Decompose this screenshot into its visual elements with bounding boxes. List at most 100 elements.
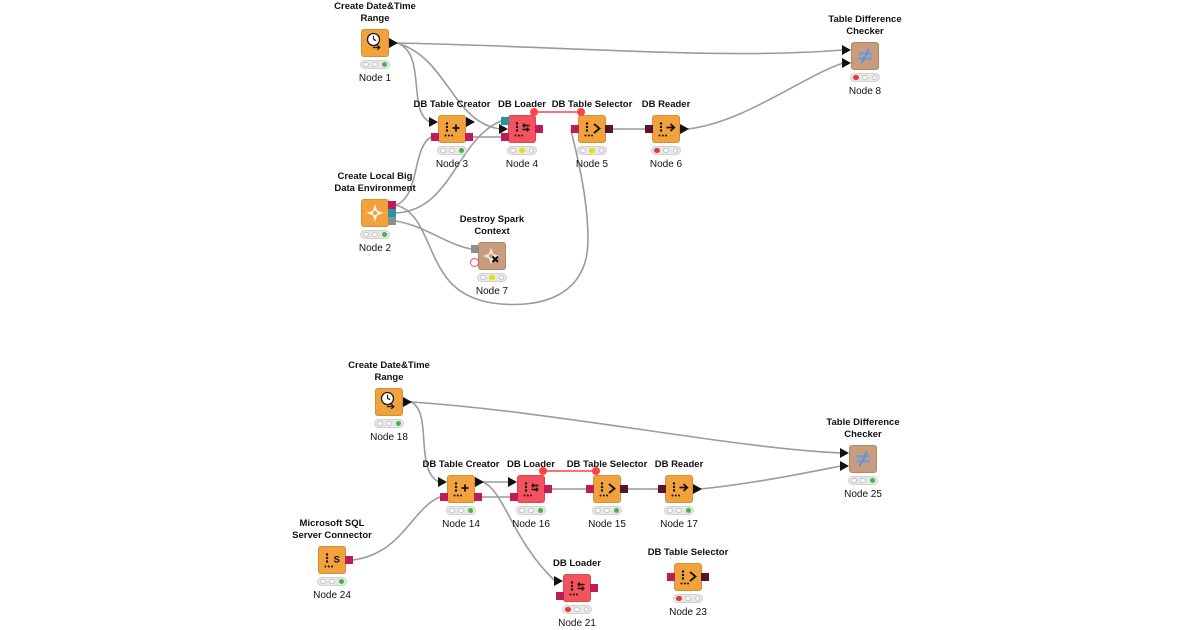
port-data-in-1[interactable] xyxy=(842,45,851,55)
node-label[interactable]: Node 25 xyxy=(844,489,882,500)
port-data-in[interactable] xyxy=(554,576,563,586)
node-title[interactable]: DB Loader xyxy=(447,99,597,111)
port-data-out[interactable] xyxy=(680,124,689,134)
port-db-in[interactable] xyxy=(501,133,509,141)
node-title[interactable]: DB Reader xyxy=(591,99,741,111)
node-5[interactable] xyxy=(578,115,606,143)
connection-wire[interactable] xyxy=(395,120,502,214)
node-3[interactable] xyxy=(438,115,466,143)
connection-wire[interactable] xyxy=(352,496,441,561)
port-db-in[interactable] xyxy=(431,133,439,141)
node-title[interactable]: DB Table Creator xyxy=(386,459,536,471)
node-label[interactable]: Node 8 xyxy=(848,86,882,97)
port-data-in-1[interactable] xyxy=(840,448,849,458)
node-24[interactable]: S xyxy=(318,546,346,574)
port-flowvar-in[interactable] xyxy=(470,257,479,267)
node-title[interactable]: DB Table Selector xyxy=(517,99,667,111)
port-fs-in[interactable] xyxy=(501,117,509,125)
node-8[interactable] xyxy=(851,42,879,70)
node-label[interactable]: Node 6 xyxy=(649,159,683,170)
connection-wire[interactable] xyxy=(687,62,844,130)
port-db-out[interactable] xyxy=(345,556,353,564)
flow-variable-port-dot[interactable] xyxy=(577,108,585,116)
port-db-out[interactable] xyxy=(388,201,396,209)
node-7[interactable] xyxy=(478,242,506,270)
node-label[interactable]: Node 24 xyxy=(313,590,351,601)
node-label[interactable]: Node 16 xyxy=(512,519,550,530)
node-title[interactable]: DB Loader xyxy=(456,459,606,471)
flow-variable-port-dot[interactable] xyxy=(539,467,547,475)
port-data-in-2[interactable] xyxy=(840,461,849,471)
node-label[interactable]: Node 2 xyxy=(358,243,392,254)
port-db-data-out[interactable] xyxy=(701,573,709,581)
node-label[interactable]: Node 7 xyxy=(475,286,509,297)
node-label[interactable]: Node 1 xyxy=(358,73,392,84)
connection-wire[interactable] xyxy=(410,401,842,454)
port-db-out[interactable] xyxy=(544,485,552,493)
node-16[interactable] xyxy=(517,475,545,503)
port-db-out[interactable] xyxy=(465,133,473,141)
node-title[interactable]: DB Reader xyxy=(604,459,754,471)
port-data-out[interactable] xyxy=(475,477,484,487)
connection-wire[interactable] xyxy=(482,481,556,582)
flow-variable-port-dot[interactable] xyxy=(530,108,538,116)
node-label[interactable]: Node 15 xyxy=(588,519,626,530)
port-data-out[interactable] xyxy=(466,117,475,127)
node-label[interactable]: Node 17 xyxy=(660,519,698,530)
node-17[interactable] xyxy=(665,475,693,503)
port-spark-in[interactable] xyxy=(471,245,479,253)
connection-wire[interactable] xyxy=(396,42,431,123)
port-data-out[interactable] xyxy=(403,397,412,407)
port-db-in[interactable] xyxy=(586,485,594,493)
connection-wire[interactable] xyxy=(700,465,842,490)
node-label[interactable]: Node 14 xyxy=(442,519,480,530)
port-data-in[interactable] xyxy=(508,477,517,487)
port-db-data-in[interactable] xyxy=(658,485,666,493)
node-label[interactable]: Node 3 xyxy=(435,159,469,170)
connection-wire[interactable] xyxy=(396,42,501,130)
port-db-data-out[interactable] xyxy=(620,485,628,493)
port-db-in[interactable] xyxy=(510,493,518,501)
port-db-in[interactable] xyxy=(571,125,579,133)
port-db-in[interactable] xyxy=(667,573,675,581)
node-21[interactable] xyxy=(563,574,591,602)
node-1[interactable] xyxy=(361,29,389,57)
node-23[interactable] xyxy=(674,563,702,591)
node-18[interactable] xyxy=(375,388,403,416)
connection-wire[interactable] xyxy=(395,129,589,306)
connection-wire[interactable] xyxy=(395,136,432,206)
port-db-out[interactable] xyxy=(590,584,598,592)
node-label[interactable]: Node 4 xyxy=(505,159,539,170)
port-data-in[interactable] xyxy=(438,477,447,487)
node-2[interactable] xyxy=(361,199,389,227)
node-title[interactable]: DB Table Selector xyxy=(613,547,763,559)
connection-wire[interactable] xyxy=(395,220,472,250)
connection-wire[interactable] xyxy=(396,42,844,55)
port-db-in[interactable] xyxy=(556,592,564,600)
port-spark-out[interactable] xyxy=(388,217,396,225)
connection-wire[interactable] xyxy=(410,401,440,483)
port-data-in-2[interactable] xyxy=(842,58,851,68)
port-db-data-out[interactable] xyxy=(605,125,613,133)
port-data-out[interactable] xyxy=(389,38,398,48)
port-db-data-in[interactable] xyxy=(645,125,653,133)
node-label[interactable]: Node 23 xyxy=(669,607,707,618)
node-title[interactable]: DB Loader xyxy=(502,558,652,570)
port-data-in[interactable] xyxy=(429,117,438,127)
node-25[interactable] xyxy=(849,445,877,473)
port-db-out[interactable] xyxy=(474,493,482,501)
node-14[interactable] xyxy=(447,475,475,503)
node-title[interactable]: DB Table Creator xyxy=(377,99,527,111)
node-4[interactable] xyxy=(508,115,536,143)
node-6[interactable] xyxy=(652,115,680,143)
node-15[interactable] xyxy=(593,475,621,503)
port-fs-out[interactable] xyxy=(388,209,396,217)
